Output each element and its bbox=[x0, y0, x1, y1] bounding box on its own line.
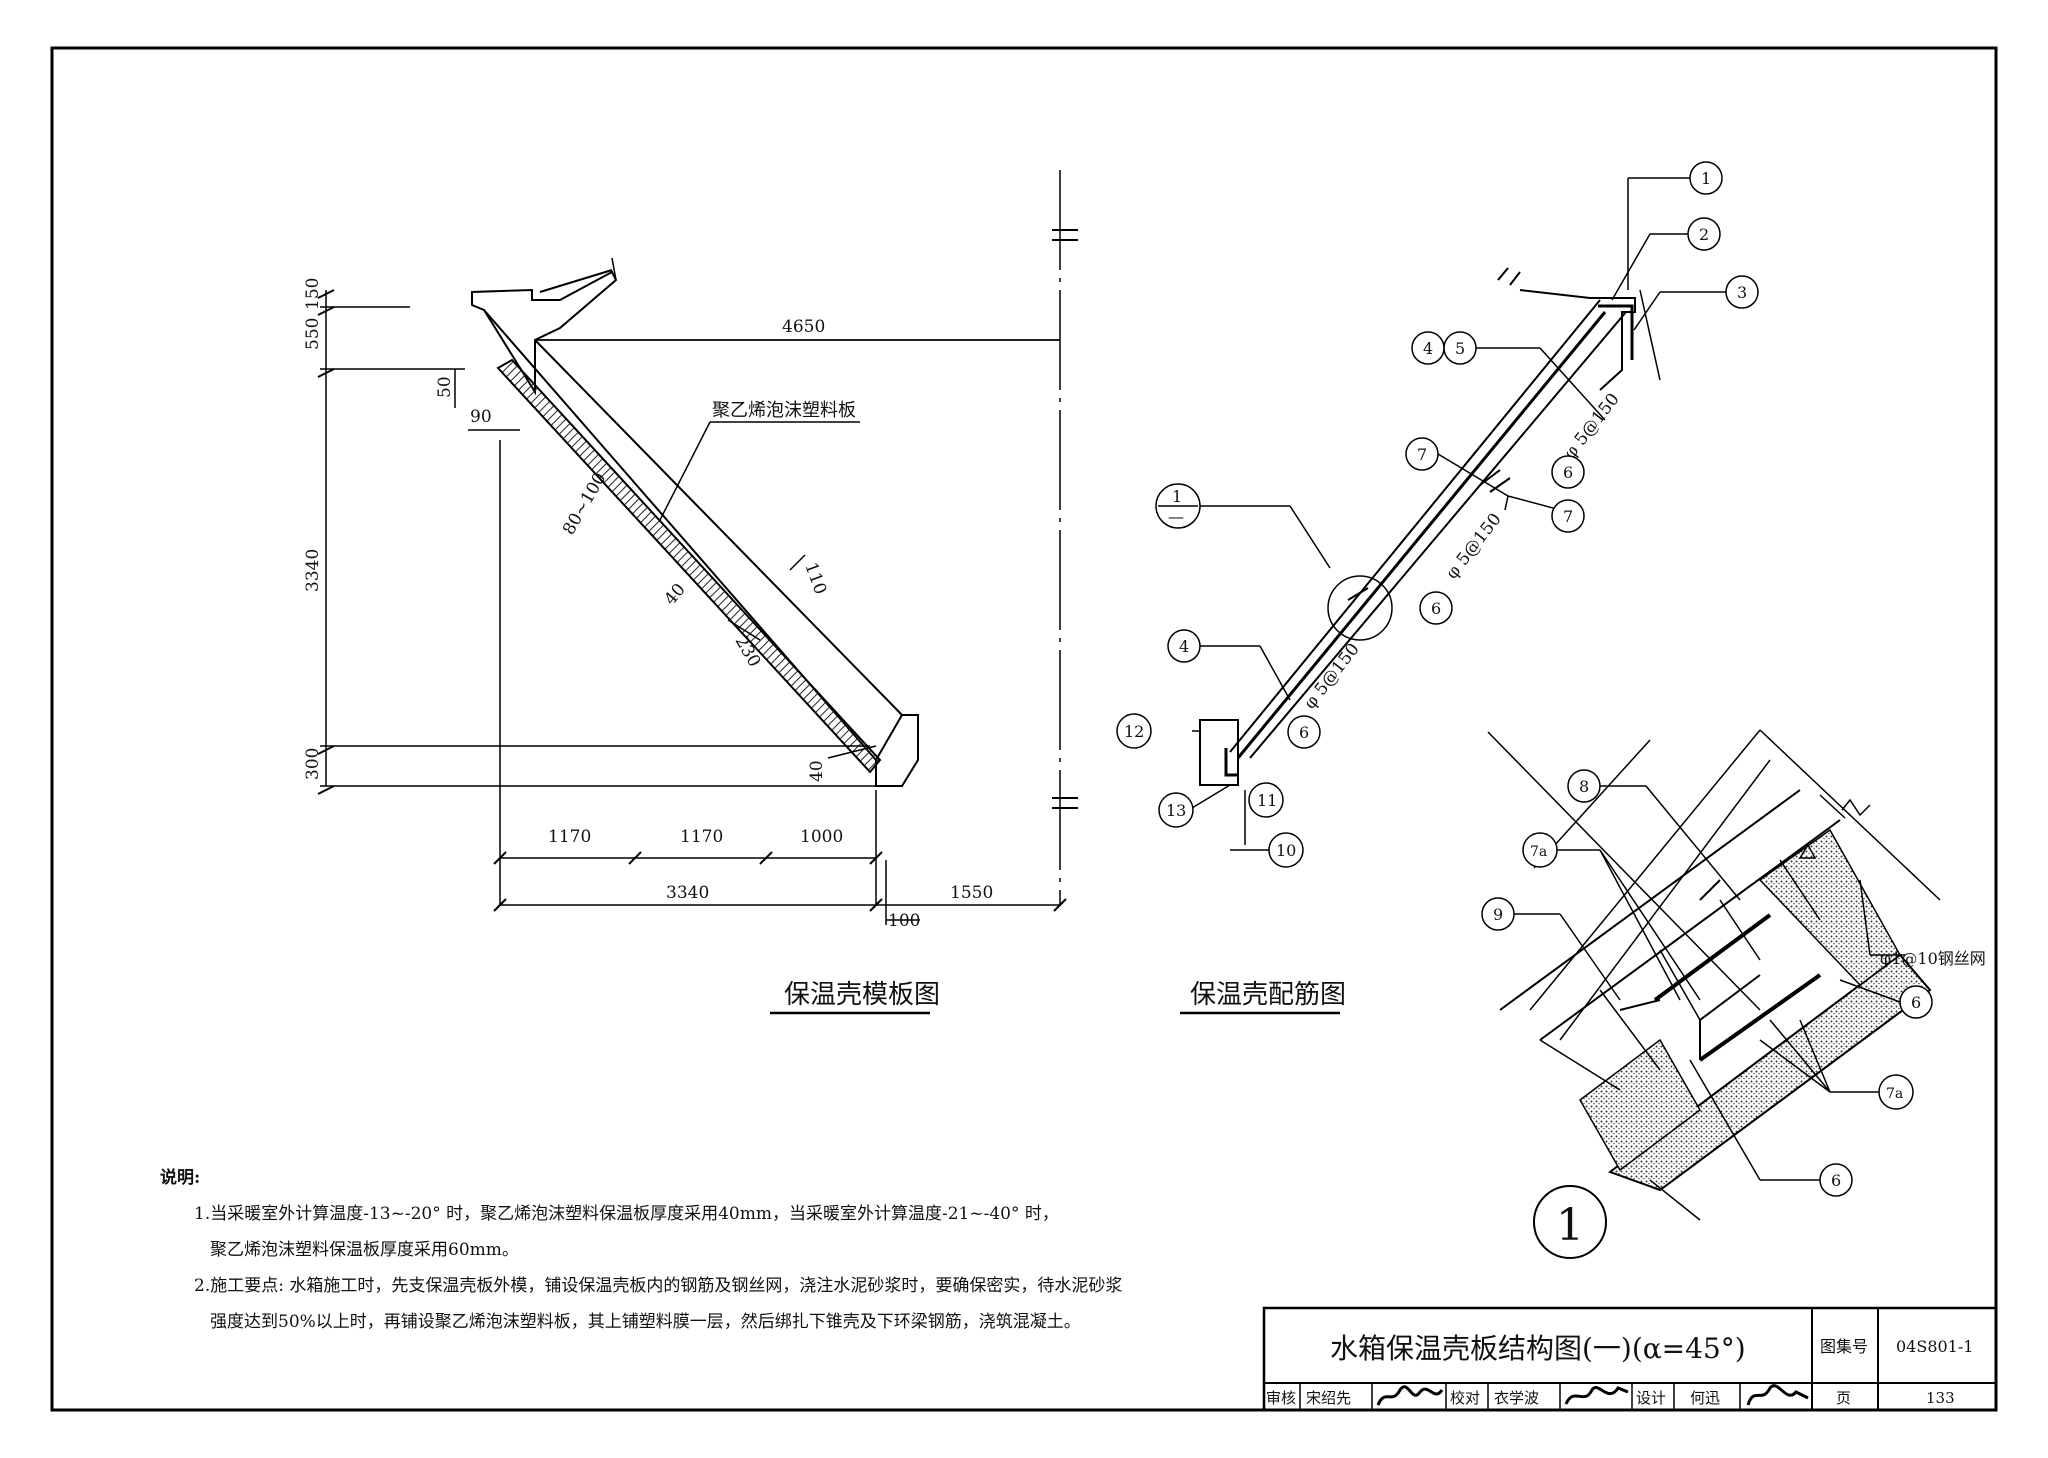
callout-4-top-text: 4 bbox=[1423, 339, 1433, 358]
callout-3: 3 bbox=[1725, 275, 1759, 309]
callout-7a-bottom-text: 7a bbox=[1886, 1086, 1903, 1102]
callout-10: 10 bbox=[1268, 832, 1304, 868]
callout-1-text: 1 bbox=[1701, 169, 1711, 188]
reviewer-name: 宋绍先 bbox=[1306, 1389, 1351, 1407]
callout-5-text: 5 bbox=[1455, 339, 1465, 358]
note-1-line-1: 1.当采暖室外计算温度-13~-20° 时，聚乙烯泡沫塑料保温板厚度采用40mm… bbox=[194, 1204, 1059, 1224]
callout-10-text: 10 bbox=[1276, 841, 1296, 860]
callout-2: 2 bbox=[1687, 217, 1721, 251]
callout-6-detail-bottom-text: 6 bbox=[1831, 1171, 1841, 1190]
callout-6-mid-text: 6 bbox=[1431, 599, 1441, 618]
callout-6-top: 6 bbox=[1551, 455, 1585, 489]
callout-11: 11 bbox=[1248, 782, 1284, 818]
callout-6-detail-right: 6 bbox=[1899, 985, 1933, 1019]
callout-6-detail-bottom: 6 bbox=[1819, 1163, 1853, 1197]
right-callouts: 1 2 3 4 5 7 6 7 6 4 6 12 13 11 10 bbox=[1116, 161, 1759, 868]
callout-6-top-text: 6 bbox=[1563, 463, 1573, 482]
dim-1170-b: 1170 bbox=[680, 827, 723, 847]
callout-7a-top: 7a bbox=[1522, 832, 1558, 868]
signatures bbox=[1376, 1384, 1809, 1406]
callout-6-mid: 6 bbox=[1419, 591, 1453, 625]
reinforcement-caption: 保温壳配筋图 bbox=[1190, 980, 1346, 1010]
callout-7a-bottom: 7a bbox=[1878, 1074, 1914, 1110]
callout-13: 13 bbox=[1158, 792, 1194, 828]
callout-8-text: 8 bbox=[1579, 777, 1589, 796]
callout-2-text: 2 bbox=[1699, 225, 1709, 244]
callout-5: 5 bbox=[1443, 331, 1477, 365]
sheet-border bbox=[50, 46, 1998, 1412]
callout-4-top: 4 bbox=[1411, 331, 1445, 365]
page-label: 页 bbox=[1836, 1389, 1851, 1407]
drawing-title: 水箱保温壳板结构图(一)(α=45°) bbox=[1330, 1332, 1746, 1365]
callout-7-left: 7 bbox=[1405, 437, 1439, 471]
dim-4650: 4650 bbox=[782, 317, 825, 337]
dim-3340-horizontal: 3340 bbox=[666, 883, 709, 903]
callout-4-bottom-text: 4 bbox=[1179, 637, 1189, 656]
dim-90: 90 bbox=[470, 407, 492, 427]
callout-7-left-text: 7 bbox=[1417, 445, 1427, 464]
detail-number: 1 bbox=[1556, 1200, 1584, 1251]
callout-8: 8 bbox=[1567, 769, 1601, 803]
section-mark-sheet: — bbox=[1168, 507, 1184, 526]
dim-1550: 1550 bbox=[950, 883, 993, 903]
callout-3-text: 3 bbox=[1737, 283, 1747, 302]
detail-callouts: 8 7a 9 6 7a 6 1 bbox=[1481, 769, 1933, 1251]
callout-6-bottom-text: 6 bbox=[1299, 723, 1309, 742]
designer-name: 何迅 bbox=[1690, 1389, 1720, 1407]
notes-heading: 说明: bbox=[160, 1168, 201, 1188]
title-block-text: 水箱保温壳板结构图(一)(α=45°) 图集号 04S801-1 审核 宋绍先 … bbox=[1266, 1332, 1973, 1407]
dim-300: 300 bbox=[303, 748, 323, 780]
callout-7-right: 7 bbox=[1551, 499, 1585, 533]
callout-6-detail-right-text: 6 bbox=[1911, 993, 1921, 1012]
note-1-line-2: 聚乙烯泡沫塑料保温板厚度采用60mm。 bbox=[210, 1240, 519, 1260]
page-number: 133 bbox=[1926, 1389, 1955, 1407]
dim-3340-vertical: 3340 bbox=[303, 549, 323, 592]
note-2-line-2: 强度达到50%以上时，再铺设聚乙烯泡沫塑料板，其上铺塑料膜一层，然后绑扎下锥壳及… bbox=[210, 1312, 1081, 1332]
dim-100: 100 bbox=[888, 911, 920, 931]
callout-7a-top-text: 7a bbox=[1530, 844, 1547, 860]
callout-1: 1 bbox=[1689, 161, 1723, 195]
callout-13-text: 13 bbox=[1166, 801, 1186, 820]
formwork-caption: 保温壳模板图 bbox=[784, 980, 940, 1010]
callout-7-right-text: 7 bbox=[1563, 507, 1573, 526]
callout-6-bottom: 6 bbox=[1287, 715, 1321, 749]
detail-1-drawing bbox=[1487, 729, 1941, 1259]
wire-mesh-label: φ1@10钢丝网 bbox=[1880, 949, 1986, 968]
checker-name: 衣学波 bbox=[1494, 1389, 1539, 1407]
dim-40-bottom: 40 bbox=[807, 760, 827, 782]
callout-12: 12 bbox=[1116, 713, 1152, 749]
atlas-number: 04S801-1 bbox=[1896, 1337, 1973, 1356]
dim-150: 150 bbox=[303, 278, 323, 310]
check-label: 校对 bbox=[1450, 1389, 1480, 1407]
formwork-drawing bbox=[317, 170, 1078, 925]
foam-board-label: 聚乙烯泡沫塑料板 bbox=[712, 400, 856, 421]
dim-50: 50 bbox=[435, 376, 455, 398]
callout-9: 9 bbox=[1481, 897, 1515, 931]
title-block bbox=[1262, 1306, 1998, 1412]
section-mark: 1 — bbox=[1155, 483, 1201, 529]
review-label: 审核 bbox=[1266, 1389, 1296, 1407]
design-label: 设计 bbox=[1636, 1389, 1666, 1407]
dim-550: 550 bbox=[303, 318, 323, 350]
callout-4-bottom: 4 bbox=[1167, 629, 1201, 663]
callout-12-text: 12 bbox=[1124, 722, 1144, 741]
note-2-line-1: 2.施工要点: 水箱施工时，先支保温壳板外模，铺设保温壳板内的钢筋及钢丝网，浇注… bbox=[194, 1276, 1123, 1296]
dim-1000: 1000 bbox=[800, 827, 843, 847]
callout-9-text: 9 bbox=[1493, 905, 1503, 924]
callout-11-text: 11 bbox=[1257, 791, 1277, 810]
atlas-label: 图集号 bbox=[1820, 1337, 1868, 1356]
reinforcement-drawing bbox=[1191, 177, 1726, 851]
section-mark-number: 1 bbox=[1172, 487, 1182, 506]
dim-1170-a: 1170 bbox=[548, 827, 591, 847]
notes: 说明: 1.当采暖室外计算温度-13~-20° 时，聚乙烯泡沫塑料保温板厚度采用… bbox=[160, 1160, 1160, 1340]
